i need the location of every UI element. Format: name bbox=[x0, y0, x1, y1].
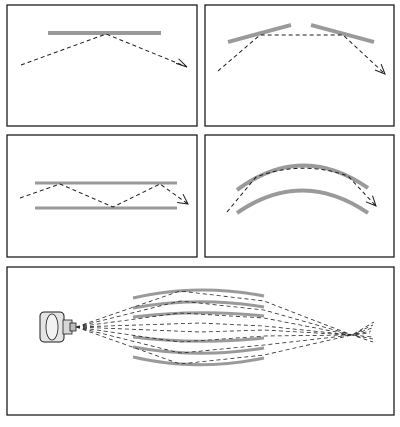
panel-single-reflection bbox=[6, 4, 198, 127]
panel-frame bbox=[6, 134, 198, 258]
ray-fan bbox=[75, 290, 375, 365]
panel-double-reflection bbox=[204, 4, 395, 127]
panel-nested-focusing-optic bbox=[6, 266, 395, 416]
arrowhead-icon bbox=[374, 63, 386, 75]
curved-mirror-outer bbox=[235, 163, 370, 192]
panel-frame bbox=[204, 134, 395, 258]
tilted-mirror-left bbox=[227, 23, 292, 44]
ray-path bbox=[19, 183, 189, 208]
x-ray-tube-icon bbox=[39, 311, 77, 343]
arrowhead-icon bbox=[177, 193, 189, 205]
ray-path bbox=[226, 167, 377, 213]
mirror-shells bbox=[132, 288, 265, 367]
panel-frame bbox=[6, 4, 198, 127]
panel-curved-guide bbox=[204, 134, 395, 258]
tilted-mirror-right bbox=[310, 23, 375, 44]
ray-path bbox=[20, 33, 188, 68]
arrowhead-icon bbox=[175, 58, 188, 68]
panel-frame bbox=[204, 4, 395, 127]
arrowhead-icon bbox=[365, 195, 377, 207]
panel-parallel-guide bbox=[6, 134, 198, 258]
curved-mirror-inner bbox=[235, 188, 370, 215]
